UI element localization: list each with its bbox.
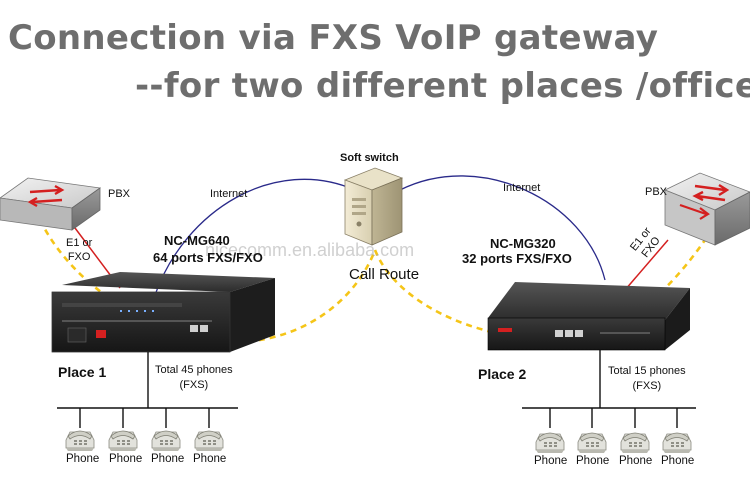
internet-label-right: Internet bbox=[503, 182, 541, 194]
phone-icon bbox=[535, 432, 565, 454]
phone-label: Phone bbox=[661, 455, 695, 467]
phone-label: Phone bbox=[576, 455, 610, 467]
total-count: Total 15 phones bbox=[608, 365, 686, 377]
pbx-label-left: PBX bbox=[108, 188, 131, 200]
model-label-right: NC-MG320 bbox=[490, 236, 556, 251]
e1-label: E1 or bbox=[66, 237, 93, 249]
phone-bus-left bbox=[57, 352, 238, 428]
phone-icon bbox=[108, 430, 138, 452]
soft-switch-server-icon bbox=[343, 167, 404, 246]
phone-icon bbox=[662, 432, 692, 454]
internet-link-right bbox=[399, 175, 606, 281]
total-count: Total 45 phones bbox=[155, 364, 233, 376]
internet-label-left: Internet bbox=[210, 188, 248, 200]
phone-label: Phone bbox=[151, 453, 185, 465]
phone-label: Phone bbox=[534, 455, 568, 467]
phone-icon bbox=[151, 430, 181, 452]
pbx-label-right: PBX bbox=[645, 186, 668, 198]
place-label-right: Place 2 bbox=[478, 366, 527, 382]
fxo-label: FXO bbox=[67, 251, 91, 263]
e1-fxo-label-left: E1 or FXO bbox=[66, 236, 92, 264]
gateway-nc-mg320-icon bbox=[487, 282, 690, 351]
total-type: (FXS) bbox=[632, 380, 662, 392]
model-label-left: NC-MG640 bbox=[164, 233, 230, 248]
title-line-2: --for two different places /offices bbox=[135, 66, 750, 106]
ports-label-right: 32 ports FXS/FXO bbox=[462, 251, 572, 266]
watermark: nicecomm.en.alibaba.com bbox=[205, 240, 415, 260]
phone-icon bbox=[65, 430, 95, 452]
total-phones-label-left: Total 45 phones (FXS) bbox=[155, 363, 233, 393]
pbx-switch-right-icon bbox=[664, 172, 750, 246]
call-route-label: Call Route bbox=[349, 266, 420, 283]
ports-label-left: 64 ports FXS/FXO bbox=[153, 250, 263, 265]
e1-link-right bbox=[624, 239, 669, 291]
phone-icon bbox=[194, 430, 224, 452]
total-phones-label-right: Total 15 phones (FXS) bbox=[608, 364, 686, 394]
phone-label: Phone bbox=[66, 453, 100, 465]
phone-label: Phone bbox=[109, 453, 143, 465]
total-type: (FXS) bbox=[179, 379, 209, 391]
place-label-left: Place 1 bbox=[58, 364, 107, 380]
soft-switch-label: Soft switch bbox=[340, 152, 399, 164]
phone-icon bbox=[577, 432, 607, 454]
pbx-switch-left-icon bbox=[0, 177, 102, 231]
phone-bus-right bbox=[522, 350, 696, 428]
phone-label: Phone bbox=[193, 453, 227, 465]
gateway-nc-mg640-icon bbox=[51, 272, 275, 353]
phone-label: Phone bbox=[619, 455, 653, 467]
phone-icon bbox=[620, 432, 650, 454]
internet-link-left bbox=[154, 178, 356, 296]
title-line-1: Connection via FXS VoIP gateway bbox=[8, 18, 659, 58]
